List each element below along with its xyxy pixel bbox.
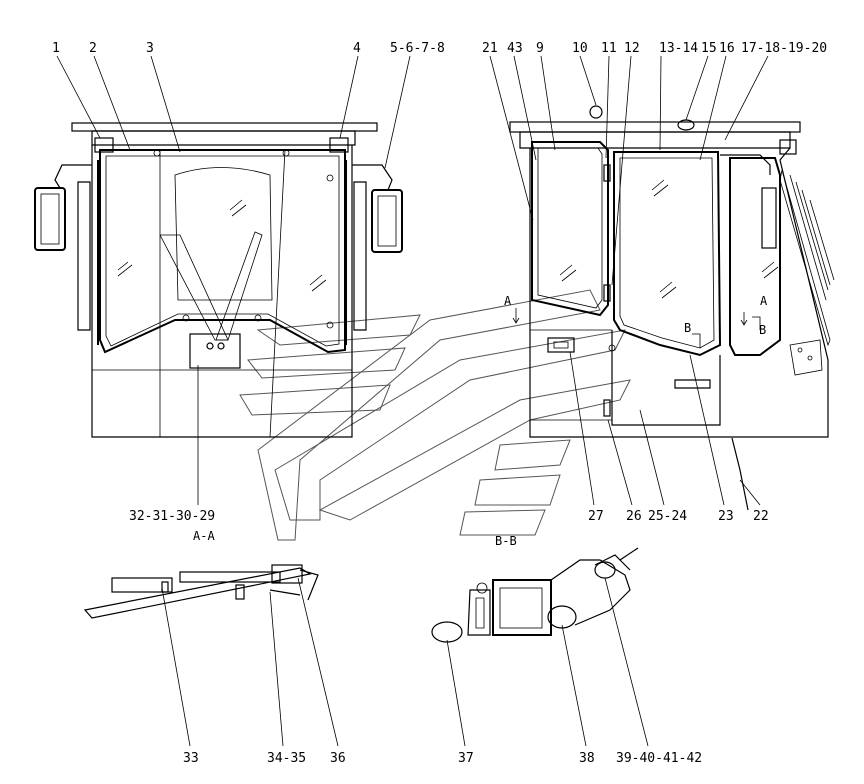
callout-11: 11 — [601, 41, 617, 56]
callout-37: 37 — [458, 751, 474, 766]
wiper-sweep — [174, 167, 273, 301]
cab-door-window — [613, 151, 722, 357]
callout-43: 43 — [507, 41, 523, 56]
leader-lines — [56, 55, 769, 747]
right-handrail — [353, 181, 367, 331]
callout-10: 10 — [572, 41, 588, 56]
callout-16: 16 — [719, 41, 735, 56]
section-mark-b-left: B — [684, 321, 691, 335]
rear-window — [531, 141, 609, 317]
seal-bulb-37 — [431, 621, 463, 643]
external-pipe — [731, 437, 749, 511]
cab-body-outline — [91, 145, 353, 438]
callout-36: 36 — [330, 751, 346, 766]
watermark-logo — [239, 289, 631, 541]
seal-bulb-38 — [547, 605, 577, 629]
left-handrail — [77, 181, 91, 331]
callout-13-14: 13-14 — [659, 41, 698, 56]
callout-5-6-7-8: 5-6-7-8 — [390, 41, 445, 56]
section-a-a-label: A-A — [193, 529, 215, 543]
right-mirror — [371, 189, 403, 253]
section-markers — [512, 308, 761, 348]
section-mark-b-right: B — [759, 323, 766, 337]
side-body-outline — [529, 147, 829, 438]
callout-23: 23 — [718, 509, 734, 524]
lock-knob — [594, 561, 616, 579]
roof-lamp-10 — [589, 105, 603, 119]
cab-front-view — [34, 122, 403, 438]
front-side-window — [729, 157, 781, 356]
callout-15: 15 — [701, 41, 717, 56]
right-roof-bracket — [329, 137, 349, 153]
callout-9: 9 — [536, 41, 544, 56]
wiper-motor-plate — [189, 333, 241, 369]
callout-33: 33 — [183, 751, 199, 766]
side-roof-rail — [509, 121, 801, 133]
callout-34-35: 34-35 — [267, 751, 306, 766]
wiper-arm-left — [159, 234, 229, 341]
front-grille — [779, 169, 835, 347]
callout-21: 21 — [482, 41, 498, 56]
callout-12: 12 — [624, 41, 640, 56]
roof-rail — [71, 122, 378, 132]
door-seal-profile — [492, 579, 552, 636]
callout-3: 3 — [146, 41, 154, 56]
side-mirror — [761, 187, 777, 249]
callout-25-24: 25-24 — [648, 509, 687, 524]
section-mark-a-right: A — [760, 294, 768, 308]
door-lower-panel — [611, 330, 721, 426]
callout-1: 1 — [52, 41, 60, 56]
section-b-b-detail — [431, 547, 639, 643]
left-roof-bracket — [94, 137, 114, 153]
callout-17-18-19-20: 17-18-19-20 — [741, 41, 827, 56]
callout-2: 2 — [89, 41, 97, 56]
section-mark-a-left: A — [504, 294, 512, 308]
section-a-a-detail — [83, 564, 319, 619]
wiper-arm-right — [215, 231, 263, 341]
callout-4: 4 — [353, 41, 361, 56]
callout-27: 27 — [588, 509, 604, 524]
door-handle — [674, 379, 711, 389]
callout-32-31-30-29: 32-31-30-29 — [129, 509, 215, 524]
section-b-b-label: B-B — [495, 534, 517, 548]
callout-labels: 1 2 3 4 5-6-7-8 21 43 9 10 11 12 13-14 1… — [52, 41, 827, 766]
callout-38: 38 — [579, 751, 595, 766]
callout-22: 22 — [753, 509, 769, 524]
callout-39-40-41-42: 39-40-41-42 — [616, 751, 702, 766]
callout-26: 26 — [626, 509, 642, 524]
door-lock-plate — [547, 337, 575, 353]
cab-side-view — [509, 105, 835, 511]
left-mirror — [34, 187, 66, 251]
